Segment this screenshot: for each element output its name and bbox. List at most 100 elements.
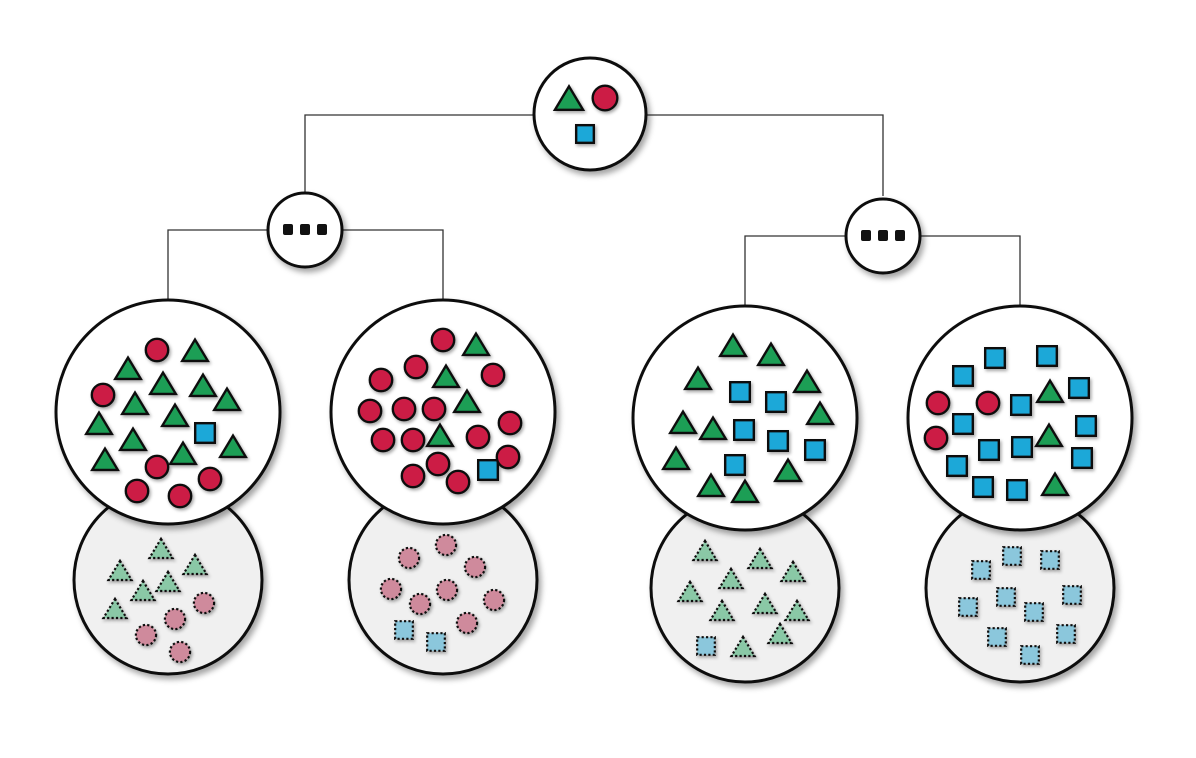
square-icon <box>724 454 747 477</box>
circle-icon <box>397 546 421 570</box>
square-icon <box>952 365 975 388</box>
internal-node-left <box>266 191 344 269</box>
triangle-icon <box>792 368 822 394</box>
square-icon <box>1011 436 1034 459</box>
circle-icon <box>90 382 116 408</box>
triangle-icon <box>218 433 248 459</box>
circle-icon <box>408 592 432 616</box>
leaf3-main-markers <box>661 332 835 504</box>
square-icon <box>1002 546 1022 566</box>
circle-icon <box>368 367 394 393</box>
triangle-icon <box>691 538 719 562</box>
triangle-icon <box>717 566 745 590</box>
circle-icon <box>370 427 396 453</box>
square-icon <box>958 597 978 617</box>
triangle-icon <box>1035 378 1065 404</box>
triangle-icon <box>698 415 728 441</box>
triangle-icon <box>160 402 190 428</box>
triangle-icon <box>730 478 760 504</box>
square-icon <box>193 422 216 445</box>
square-icon <box>1074 415 1097 438</box>
square-icon <box>1024 602 1044 622</box>
triangle-icon <box>425 422 455 448</box>
circle-icon <box>197 466 223 492</box>
square-icon <box>1006 479 1029 502</box>
edge-right-leaf3 <box>744 235 846 306</box>
triangle-icon <box>1034 422 1064 448</box>
square-icon <box>1010 394 1033 417</box>
circle-icon <box>134 623 158 647</box>
square-icon <box>984 347 1007 370</box>
triangle-icon <box>84 410 114 436</box>
leaf4-sample-markers <box>958 546 1082 665</box>
circle-icon <box>975 390 1001 416</box>
ellipsis-icon <box>283 224 327 235</box>
edge-left-leaf2 <box>342 229 444 300</box>
triangle-icon <box>805 400 835 426</box>
triangle-icon <box>180 337 210 363</box>
tree-edges <box>167 114 1021 306</box>
triangle-icon <box>148 370 178 396</box>
circle-icon <box>482 588 506 612</box>
circle-icon <box>435 578 459 602</box>
triangle-icon <box>661 445 691 471</box>
triangle-icon <box>106 558 134 582</box>
edge-root-left <box>304 114 533 192</box>
circle-icon <box>403 354 429 380</box>
square-icon <box>978 439 1001 462</box>
edge-right-leaf4 <box>920 235 1021 306</box>
triangle-icon <box>668 409 698 435</box>
square-icon <box>765 391 788 414</box>
square-icon <box>733 419 756 442</box>
triangle-icon <box>154 569 182 593</box>
triangle-icon <box>746 546 774 570</box>
triangle-icon <box>118 426 148 452</box>
root-node <box>532 56 648 172</box>
triangle-icon <box>756 341 786 367</box>
triangle-icon <box>718 332 748 358</box>
triangle-icon <box>113 355 143 381</box>
square-icon <box>394 620 414 640</box>
circle-icon <box>379 577 403 601</box>
circle-icon <box>925 390 951 416</box>
triangle-icon <box>461 331 491 357</box>
triangle-icon <box>129 578 157 602</box>
circle-icon <box>144 454 170 480</box>
leaf4-main-markers <box>923 345 1097 502</box>
circle-icon <box>430 327 456 353</box>
square-icon <box>1040 550 1060 570</box>
triangle-icon <box>683 365 713 391</box>
circle-icon <box>591 84 619 112</box>
ellipsis-icon <box>861 230 905 241</box>
square-icon <box>996 587 1016 607</box>
triangle-icon <box>147 536 175 560</box>
edge-left-leaf1 <box>167 229 268 300</box>
triangle-icon <box>452 388 482 414</box>
square-icon <box>574 123 596 145</box>
square-icon <box>804 439 827 462</box>
square-icon <box>426 632 446 652</box>
triangle-icon <box>1040 471 1070 497</box>
circle-icon <box>167 483 193 509</box>
leaf2-main-markers <box>357 327 523 495</box>
circle-icon <box>465 424 491 450</box>
circle-icon <box>445 469 471 495</box>
triangle-icon <box>168 440 198 466</box>
square-icon <box>971 560 991 580</box>
triangle-icon <box>773 457 803 483</box>
square-icon <box>946 455 969 478</box>
triangle-icon <box>90 446 120 472</box>
circle-icon <box>455 611 479 635</box>
square-icon <box>987 627 1007 647</box>
triangle-icon <box>120 390 150 416</box>
square-icon <box>952 413 975 436</box>
circle-icon <box>192 591 216 615</box>
circle-icon <box>144 337 170 363</box>
triangle-icon <box>552 84 586 112</box>
circle-icon <box>495 444 521 470</box>
triangle-icon <box>779 559 807 583</box>
square-icon <box>477 459 500 482</box>
triangle-icon <box>783 598 811 622</box>
triangle-icon <box>729 634 757 658</box>
